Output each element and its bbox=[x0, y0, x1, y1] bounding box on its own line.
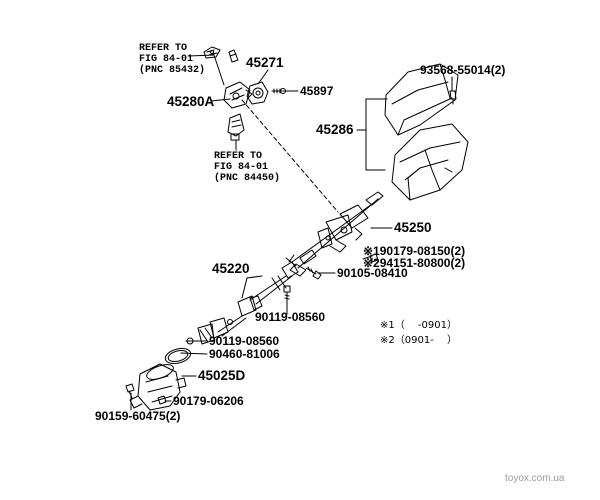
dashed-alignment-line bbox=[241, 99, 339, 213]
part-number-90159-60475: 90159-60475(2) bbox=[95, 409, 181, 423]
part-number-45220: 45220 bbox=[212, 261, 250, 276]
upper-column-cover bbox=[384, 63, 459, 136]
part-number-45025D: 45025D bbox=[198, 368, 246, 383]
lock-housing-part bbox=[203, 46, 221, 59]
screw-93568 bbox=[449, 90, 457, 105]
watermark: toyox.com.ua bbox=[505, 473, 565, 484]
leader-lines bbox=[130, 54, 453, 411]
nut-90179 bbox=[157, 395, 167, 405]
refer-to-fig-84450-label: REFER TO FIG 84-01 (PNC 84450) bbox=[214, 151, 281, 184]
part-number-294151-80800: ※294151-80800(2) bbox=[363, 256, 466, 270]
note-2-production-range: ※2（0901- ） bbox=[380, 335, 457, 346]
key-cylinder-part bbox=[228, 49, 239, 63]
part-45271 bbox=[246, 81, 269, 105]
part-number-90119-08560-upper: 90119-08560 bbox=[255, 310, 326, 324]
part-45280A bbox=[223, 81, 253, 109]
part-number-90119-08560-lower: 90119-08560 bbox=[209, 334, 280, 348]
lower-column-cover bbox=[391, 123, 469, 201]
bolt-90105 bbox=[305, 266, 322, 280]
refer-to-fig-85432-label: REFER TO FIG 84-01 (PNC 85432) bbox=[139, 43, 206, 76]
part-number-90460-81006: 90460-81006 bbox=[209, 347, 280, 361]
screw-45897 bbox=[271, 88, 286, 94]
column-hole-cover-45025D bbox=[129, 363, 187, 411]
part-number-45280A: 45280A bbox=[167, 94, 215, 109]
bolt-90119-lower bbox=[185, 337, 195, 345]
bolt-90119-upper bbox=[283, 285, 291, 302]
part-number-45897: 45897 bbox=[300, 84, 334, 98]
part-number-45271: 45271 bbox=[246, 55, 284, 70]
intermediate-shaft bbox=[197, 261, 299, 345]
bolt-190179 bbox=[369, 253, 379, 263]
part-number-45250: 45250 bbox=[394, 220, 432, 235]
part-number-190179-08150: ※190179-08150(2) bbox=[363, 244, 466, 258]
part-84450-switch bbox=[227, 113, 245, 141]
bolt-90159 bbox=[125, 383, 135, 399]
note-1-production-range: ※1（ -0901） bbox=[380, 320, 457, 331]
steering-column-assy bbox=[285, 191, 384, 277]
part-number-93568-55014: 93568-55014(2) bbox=[420, 63, 506, 77]
seal-ring-90460 bbox=[164, 347, 192, 365]
part-number-90179-06206: 90179-06206 bbox=[173, 394, 244, 408]
part-number-90105-08410: 90105-08410 bbox=[337, 266, 408, 280]
part-number-45286: 45286 bbox=[316, 122, 354, 137]
